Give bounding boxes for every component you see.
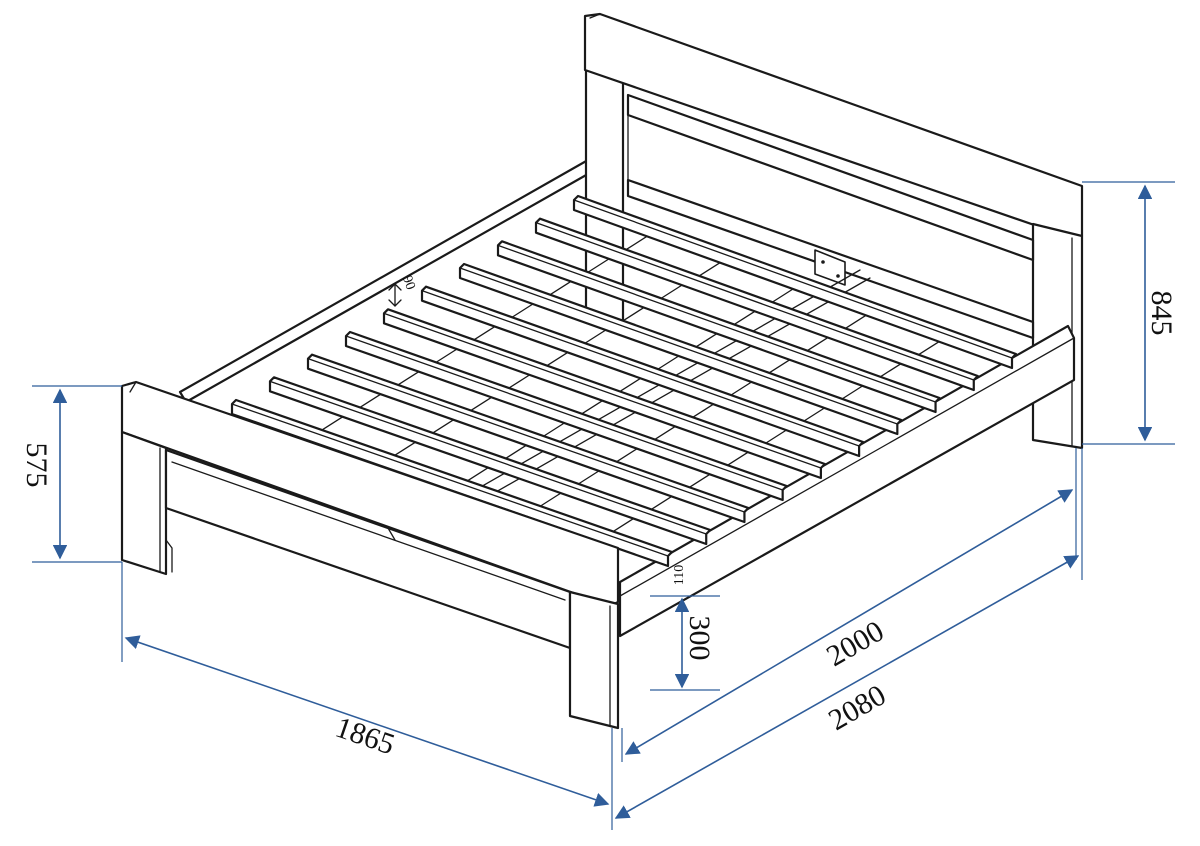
slat-edge <box>535 222 975 381</box>
slat-group <box>230 194 1018 568</box>
slat-support <box>320 416 344 432</box>
rail-height-label: 110 <box>672 565 687 585</box>
slat-support <box>690 403 715 419</box>
slat-edge <box>307 358 746 513</box>
outer-length-dimension <box>611 448 1083 830</box>
slat-support <box>649 495 673 512</box>
slat-support <box>610 517 635 534</box>
footboard-height-label: 575 <box>20 443 53 488</box>
slat-support <box>624 235 648 251</box>
bed-frame: 110 <box>120 12 1084 730</box>
slat-support <box>763 429 787 445</box>
slat-support <box>878 363 902 379</box>
slat-support <box>358 393 382 409</box>
slat-support <box>770 288 794 304</box>
slat-support <box>652 425 676 442</box>
outer-length-label: 2080 <box>823 678 891 737</box>
slat-edge <box>497 244 937 403</box>
slat-support <box>548 280 572 297</box>
inner-length-label: 2000 <box>821 614 889 673</box>
slat-support <box>506 374 531 390</box>
slat-support <box>586 258 610 274</box>
slat-support <box>732 310 756 326</box>
slat-support <box>839 385 864 401</box>
slat-edge <box>421 290 860 447</box>
slat-support <box>656 355 680 371</box>
slat-support <box>538 492 562 508</box>
slat-support <box>843 314 867 330</box>
slat-support <box>725 451 749 467</box>
slat-support <box>392 441 417 457</box>
slat-support <box>545 351 569 368</box>
slat-support <box>541 422 565 438</box>
slat-support <box>697 262 721 278</box>
footboard <box>120 380 620 730</box>
slat-edge <box>345 335 784 491</box>
slat-support <box>576 470 600 486</box>
slat-support <box>583 329 607 345</box>
slat-support <box>728 381 753 397</box>
headboard-height-label: 845 <box>1145 291 1178 336</box>
slat-edge <box>459 267 898 425</box>
slat-support <box>805 336 829 353</box>
slat-support <box>767 359 791 375</box>
slat-support <box>434 348 458 364</box>
slat-support <box>503 444 527 460</box>
slat-support <box>694 333 718 349</box>
slat-support <box>465 467 489 483</box>
slat-support <box>468 396 493 412</box>
rail-thickness-label: 90 <box>399 274 418 292</box>
slat-support <box>916 341 940 357</box>
slat-support <box>801 407 826 423</box>
footboard-height-dimension <box>32 385 122 563</box>
rail-thickness-marker: 90 <box>388 274 418 307</box>
slat-support <box>621 306 645 323</box>
outer-width-label: 1865 <box>331 711 398 762</box>
slat-support <box>617 377 642 393</box>
slat-support <box>472 325 496 342</box>
slat-support <box>510 303 534 319</box>
slat-support <box>614 448 638 464</box>
slat-edge <box>573 199 1013 359</box>
slat-edge <box>383 312 822 469</box>
outer-width-dimension <box>121 562 610 807</box>
slat-edge <box>231 403 669 557</box>
headboard-height-dimension <box>1082 181 1175 445</box>
headboard <box>583 12 1084 450</box>
slat-support <box>579 400 604 416</box>
frame-height-label: 300 <box>683 616 716 661</box>
slat-support <box>396 371 420 387</box>
slat-support <box>430 419 455 435</box>
dimension-lines <box>32 181 1175 830</box>
slat-support <box>687 473 711 489</box>
slat-support <box>659 284 683 300</box>
